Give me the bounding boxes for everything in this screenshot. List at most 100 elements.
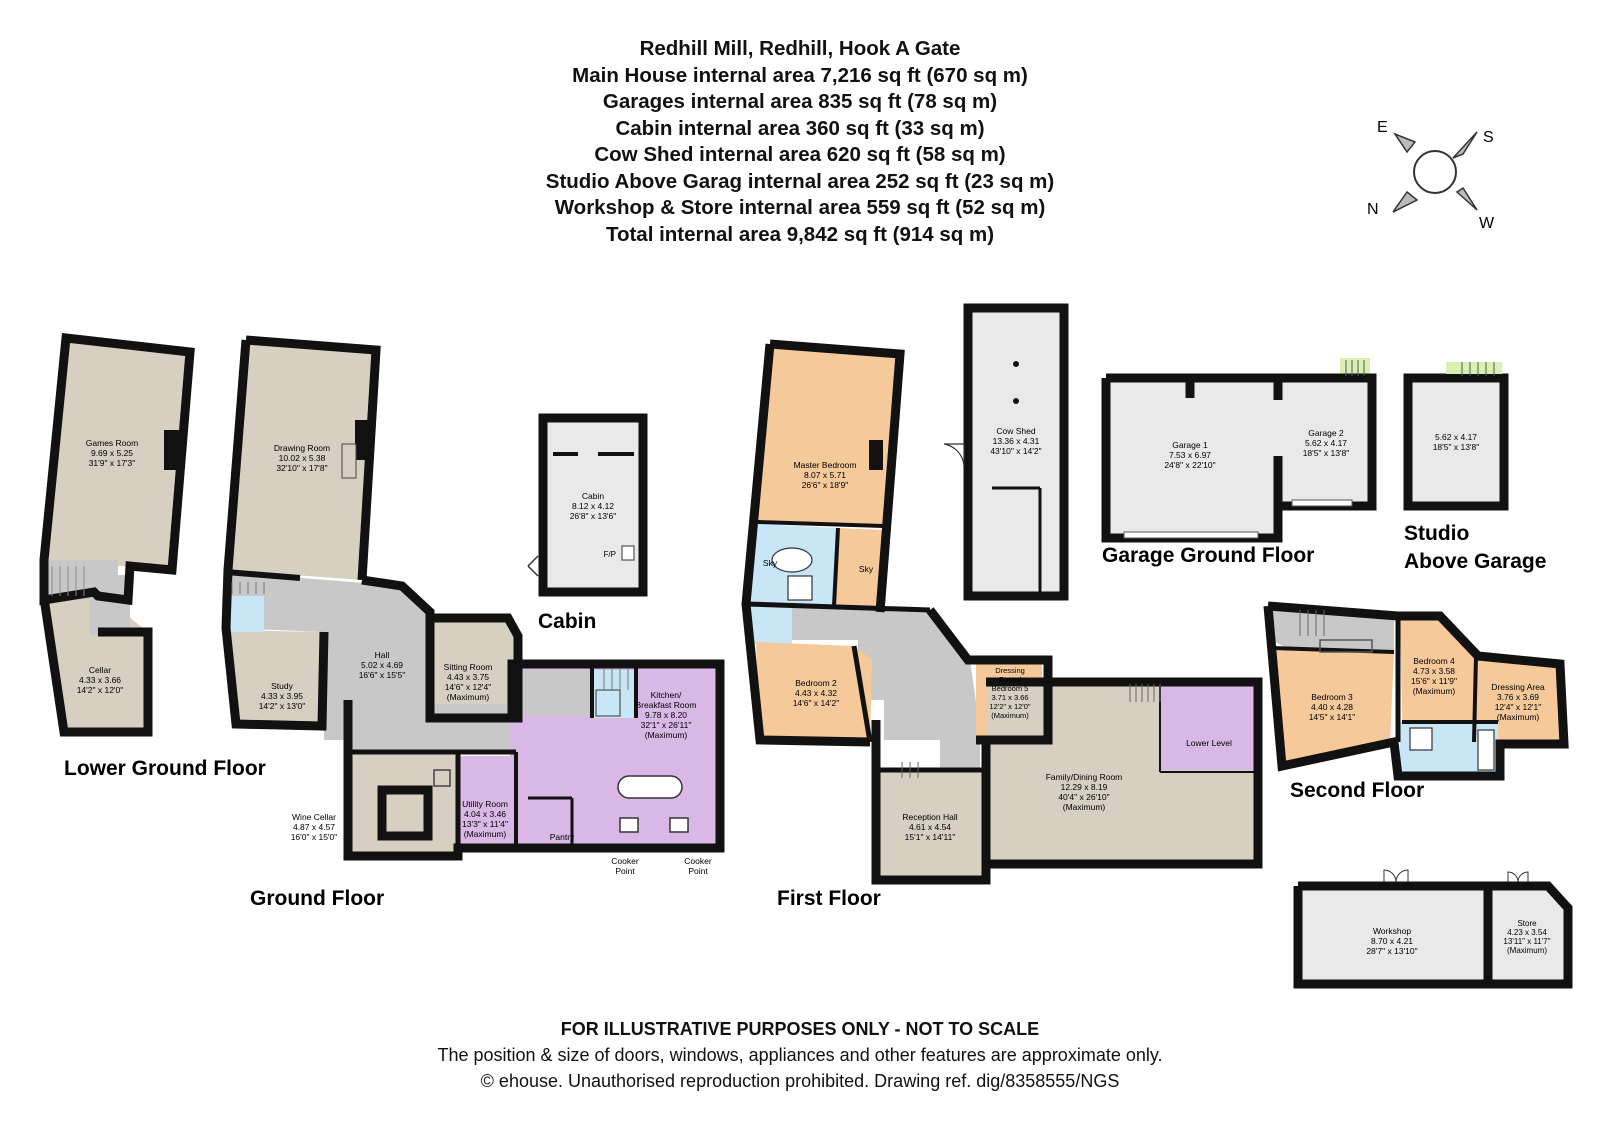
- store-metric: 4.23 x 3.54: [1507, 928, 1547, 937]
- lower-ground-floor-label: Lower Ground Floor: [64, 757, 266, 780]
- header-studio-area: Studio Above Garag internal area 252 sq …: [545, 169, 1055, 193]
- second-floor-label: Second Floor: [1290, 779, 1424, 802]
- lower-level-label: Lower Level: [1186, 738, 1232, 748]
- first-floor-plan: Master Bedroom 8.07 x 5.71 26'6" x 18'9"…: [741, 339, 1263, 910]
- garage-ground-floor-label: Garage Ground Floor: [1102, 544, 1314, 567]
- workshop-store-plan: Workshop 8.70 x 4.21 28'7" x 13'10" Stor…: [1293, 869, 1573, 989]
- garage-2-area: [1278, 378, 1372, 506]
- dressing-room-imperial: 12'2" x 12'0": [989, 702, 1030, 711]
- master-bedroom-metric: 8.07 x 5.71: [804, 470, 846, 480]
- studio-imperial: 18'5" x 13'8": [1433, 442, 1480, 452]
- sitting-room-note: (Maximum): [447, 692, 490, 702]
- games-room-name: Games Room: [86, 438, 138, 448]
- garage-2-imperial: 18'5" x 13'8": [1303, 448, 1350, 458]
- compass-south-label: S: [1483, 129, 1494, 146]
- skylight-1-label: Sky: [763, 558, 778, 568]
- dressing-area-metric: 3.76 x 3.69: [1497, 692, 1539, 702]
- cow-shed-plan: Cow Shed 13.36 x 4.31 43'10" x 14'2": [943, 303, 1069, 601]
- disclaimer-not-to-scale: FOR ILLUSTRATIVE PURPOSES ONLY - NOT TO …: [560, 1019, 1040, 1039]
- studio-metric: 5.62 x 4.17: [1435, 432, 1477, 442]
- cabin-floor-label: Cabin: [538, 610, 596, 633]
- cabin-plan: Cabin 8.12 x 4.12 26'8" x 13'6" F/P Cabi…: [527, 413, 648, 633]
- cabin-room-name: Cabin: [582, 491, 604, 501]
- ground-shower-area: [595, 689, 621, 717]
- garage-1-area: [1106, 378, 1278, 538]
- reception-hall-name: Reception Hall: [902, 812, 957, 822]
- dressing-room-note: (Maximum): [991, 711, 1029, 720]
- utility-room-note: (Maximum): [464, 829, 507, 839]
- bedroom-4-imperial: 15'6" x 11'9": [1411, 676, 1457, 686]
- copyright-notice: © ehouse. Unauthorised reproduction proh…: [480, 1071, 1120, 1091]
- bedroom-3-area: [1272, 650, 1394, 764]
- drawing-room-name: Drawing Room: [274, 443, 330, 453]
- bedroom-3-name: Bedroom 3: [1311, 692, 1353, 702]
- cow-shed-name: Cow Shed: [996, 426, 1035, 436]
- fireplace-label: F/P: [604, 550, 616, 559]
- reception-hall-metric: 4.61 x 4.54: [909, 822, 951, 832]
- garage-2-name: Garage 2: [1308, 428, 1344, 438]
- garage-1-name: Garage 1: [1172, 440, 1208, 450]
- master-bedroom-area: [758, 344, 900, 524]
- cellar-imperial: 14'2" x 12'0": [77, 685, 124, 695]
- sitting-room-metric: 4.43 x 3.75: [447, 672, 489, 682]
- sitting-room-area: [430, 618, 518, 718]
- games-room-area: [44, 338, 190, 570]
- reception-hall-imperial: 15'1" x 14'11": [905, 832, 956, 842]
- drawing-room-metric: 10.02 x 5.38: [279, 453, 326, 463]
- utility-room-imperial: 13'3" x 11'4": [462, 819, 508, 829]
- header-title: Redhill Mill, Redhill, Hook A Gate: [639, 37, 961, 60]
- kitchen-name-1: Kitchen/: [651, 690, 682, 700]
- studio-plan: 5.62 x 4.17 18'5" x 13'8" Studio Above G…: [1403, 362, 1546, 573]
- dressing-area-name: Dressing Area: [1491, 682, 1545, 692]
- dressing-room-name-2: Room/: [999, 675, 1022, 684]
- compass-east-label: E: [1377, 119, 1388, 136]
- cow-shed-metric: 13.36 x 4.31: [993, 436, 1040, 446]
- cellar-name: Cellar: [89, 665, 111, 675]
- header-main-house-area: Main House internal area 7,216 sq ft (67…: [572, 63, 1028, 87]
- workshop-area: [1298, 886, 1488, 984]
- dressing-room-metric: 3.71 x 3.66: [991, 693, 1028, 702]
- studio-label-line-2: Above Garage: [1404, 550, 1546, 573]
- lower-ground-floor-plan: Games Room 9.69 x 5.25 31'9" x 17'3" Cel…: [39, 333, 266, 780]
- ground-floor-plan: Drawing Room 10.02 x 5.38 32'10" x 17'8"…: [221, 335, 725, 910]
- bedroom-4-area: [1400, 616, 1476, 720]
- reception-hall-area: [876, 770, 984, 880]
- drawing-room-area: [228, 340, 376, 580]
- bedroom-2-area: [756, 642, 872, 742]
- cellar-metric: 4.33 x 3.66: [79, 675, 121, 685]
- dressing-room-name-1: Dressing: [995, 666, 1025, 675]
- store-area: [1488, 886, 1568, 984]
- first-bathroom-area: [748, 606, 792, 644]
- store-note: (Maximum): [1507, 946, 1547, 955]
- wine-cellar-name: Wine Cellar: [292, 812, 336, 822]
- lower-level-area: [1160, 682, 1258, 770]
- study-imperial: 14'2" x 13'0": [259, 701, 306, 711]
- workshop-name: Workshop: [1373, 926, 1411, 936]
- garage-1-imperial: 24'8" x 22'10": [1164, 460, 1215, 470]
- header-cow-shed-area: Cow Shed internal area 620 sq ft (58 sq …: [594, 143, 1006, 166]
- bedroom-4-name: Bedroom 4: [1413, 656, 1455, 666]
- study-metric: 4.33 x 3.95: [261, 691, 303, 701]
- master-bedroom-name: Master Bedroom: [794, 460, 857, 470]
- workshop-imperial: 28'7" x 13'10": [1366, 946, 1417, 956]
- utility-room-metric: 4.04 x 3.46: [464, 809, 506, 819]
- cooker-point-2-line-1: Cooker: [684, 856, 712, 866]
- kitchen-name-2: Breakfast Room: [636, 700, 697, 710]
- family-dining-imperial: 40'4" x 26'10": [1058, 792, 1109, 802]
- drawing-room-imperial: 32'10" x 17'8": [276, 463, 327, 473]
- cabin-room-imperial: 26'8" x 13'6": [570, 511, 617, 521]
- master-dressing-area: [834, 528, 882, 612]
- utility-room-area: [458, 756, 516, 848]
- dressing-area-note: (Maximum): [1497, 712, 1540, 722]
- sitting-room-imperial: 14'6" x 12'4": [445, 682, 492, 692]
- cabin-area: [538, 413, 648, 597]
- hall-metric: 5.02 x 4.69: [361, 660, 403, 670]
- sitting-room-name: Sitting Room: [444, 662, 493, 672]
- study-area: [222, 630, 324, 726]
- garage-2-metric: 5.62 x 4.17: [1305, 438, 1347, 448]
- cooker-point-1-line-2: Point: [615, 866, 635, 876]
- store-name: Store: [1517, 919, 1537, 928]
- compass-west-label: W: [1479, 215, 1495, 232]
- hall-imperial: 16'6" x 15'5": [359, 670, 406, 680]
